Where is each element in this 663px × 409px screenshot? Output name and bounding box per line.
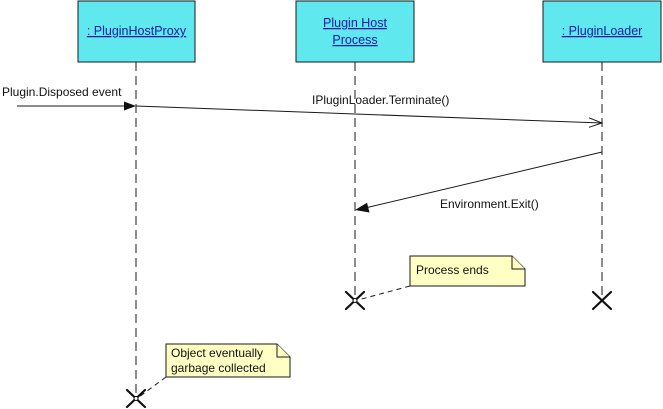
lifeline-host-label-line1: Plugin Host [323, 16, 387, 30]
destroy-loader-icon [591, 290, 613, 311]
note-process-ends: Process ends [357, 255, 526, 301]
note-process-ends-fold [511, 256, 525, 270]
lifeline-loader-box [542, 0, 662, 63]
message-terminate-line [135, 105, 603, 124]
note-process-ends-body [409, 255, 526, 287]
note-process-ends-text: Process ends [416, 263, 489, 277]
message-terminate-label: IPluginLoader.Terminate() [312, 93, 449, 107]
note-garbage-connector [138, 376, 167, 398]
note-garbage-body [165, 343, 291, 378]
destroy-proxy-icon [125, 388, 147, 409]
message-terminate: IPluginLoader.Terminate() [135, 93, 604, 128]
note-garbage-text-line2: garbage collected [171, 361, 266, 375]
note-garbage-fold [276, 344, 290, 358]
note-process-ends-connector [357, 285, 411, 301]
message-exit-line [364, 151, 603, 209]
message-exit: Environment.Exit() [355, 151, 603, 213]
destroy-host-icon [344, 290, 366, 311]
lifeline-host-label-line2: Process [332, 33, 377, 47]
lifeline-host-box [295, 0, 415, 63]
message-terminate-arrowhead [588, 117, 604, 128]
message-disposed-arrowhead [124, 101, 136, 111]
lifeline-proxy-box [77, 0, 196, 63]
message-disposed: Plugin.Disposed event [2, 85, 136, 111]
lifeline-proxy: : PluginHostProxy [77, 0, 196, 63]
lifeline-loader: : PluginLoader [542, 0, 662, 63]
lifeline-loader-label: : PluginLoader [562, 24, 643, 38]
message-exit-label: Environment.Exit() [440, 197, 539, 211]
lifeline-proxy-label: : PluginHostProxy [87, 24, 187, 38]
message-disposed-label: Plugin.Disposed event [2, 85, 122, 99]
lifeline-host: Plugin Host Process [295, 0, 415, 63]
note-garbage: Object eventually garbage collected [138, 343, 291, 398]
note-garbage-text-line1: Object eventually [171, 346, 263, 360]
message-exit-arrowhead [355, 202, 370, 213]
